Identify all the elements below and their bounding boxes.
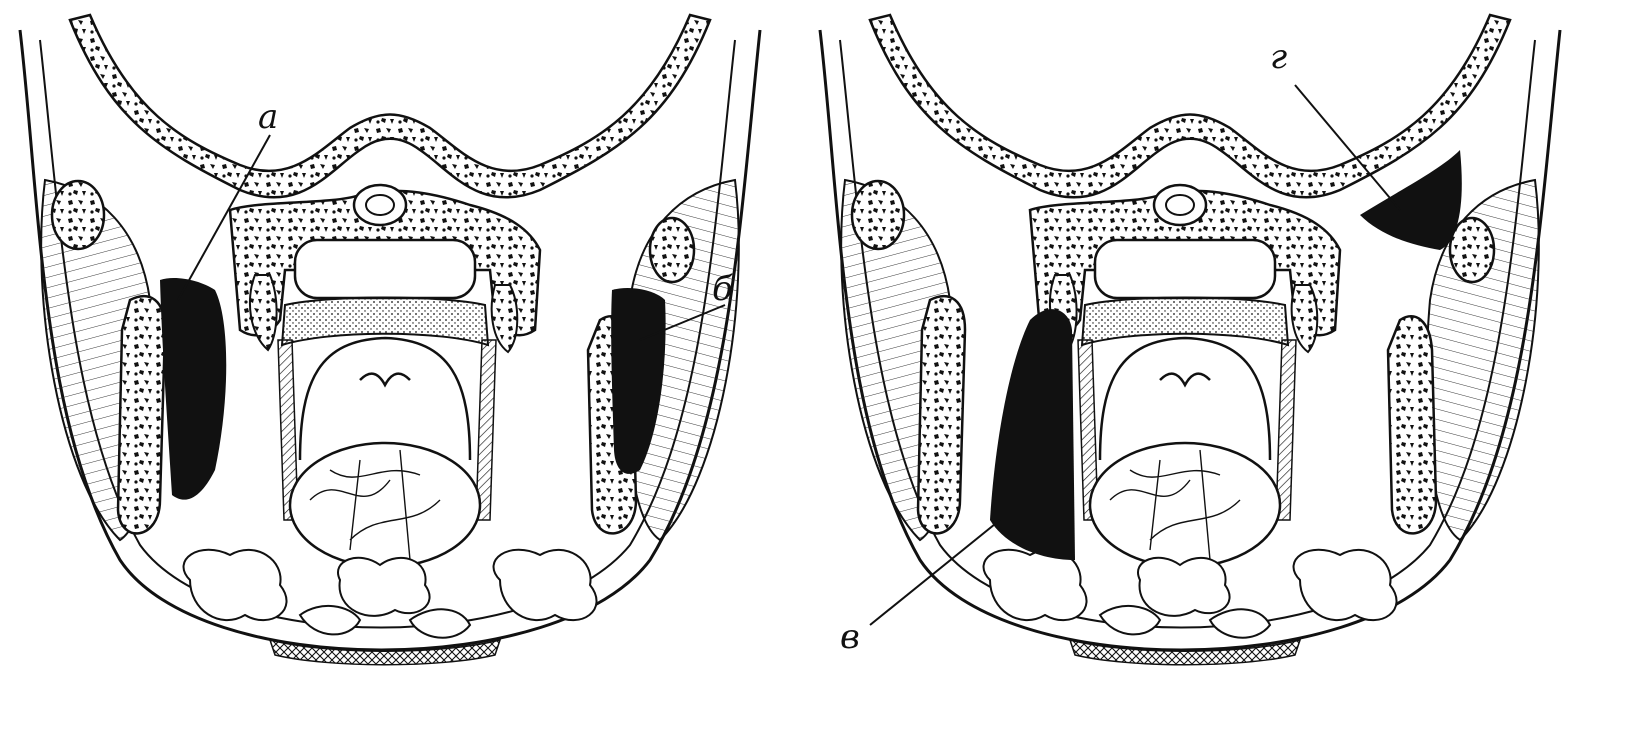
space-a (160, 278, 226, 500)
right-panel (820, 15, 1560, 665)
space-v (990, 309, 1075, 560)
left-panel (20, 15, 760, 665)
label-b: б (712, 272, 733, 306)
label-v: в (840, 620, 860, 654)
label-a: а (258, 100, 278, 134)
label-g: г (1270, 40, 1287, 74)
